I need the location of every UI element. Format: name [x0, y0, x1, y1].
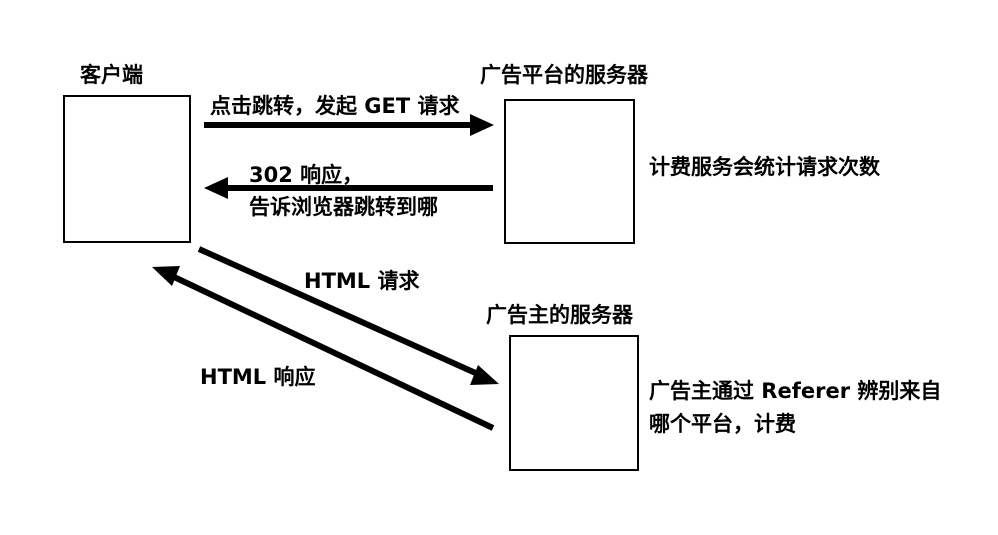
arrow-html-response — [152, 266, 495, 431]
client-title: 客户端 — [80, 63, 143, 87]
redirect-response-label-line2: 告诉浏览器跳转到哪 — [249, 195, 438, 219]
ad-platform-note: 计费服务会统计请求次数 — [649, 155, 880, 179]
advertiser-title: 广告主的服务器 — [486, 303, 633, 327]
arrow-html-request — [197, 246, 499, 385]
arrow-click-redirect — [204, 114, 494, 136]
ad-platform-title: 广告平台的服务器 — [480, 63, 648, 87]
advertiser-note-line2: 哪个平台，计费 — [649, 412, 796, 436]
advertiser-box — [509, 335, 639, 471]
arrow-redirect-response — [204, 177, 493, 199]
ad-platform-box — [504, 99, 635, 244]
advertiser-note-line1: 广告主通过 Referer 辨别来自 — [649, 379, 942, 403]
html-request-label: HTML 请求 — [304, 269, 420, 293]
client-box — [63, 95, 191, 243]
click-redirect-label: 点击跳转，发起 GET 请求 — [210, 94, 460, 118]
html-response-label: HTML 响应 — [200, 365, 316, 389]
redirect-response-label-line1: 302 响应， — [249, 163, 364, 187]
